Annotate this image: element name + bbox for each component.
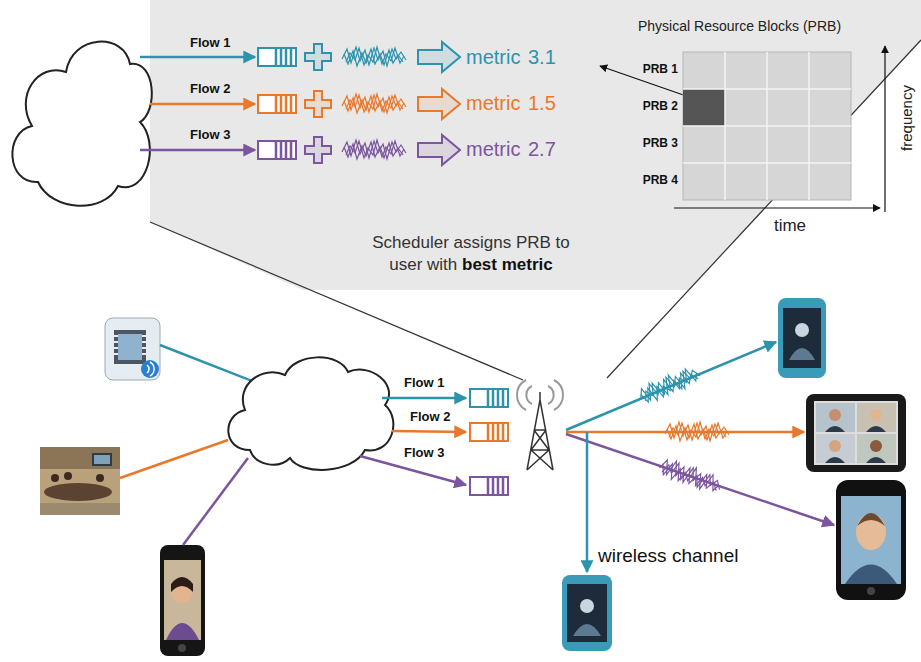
- prb-label: PRB 2: [643, 100, 678, 114]
- prb-cells: [683, 52, 851, 200]
- network-cloud: [228, 357, 393, 470]
- wireless-link: [586, 432, 589, 572]
- hollow-arrow: [418, 89, 460, 119]
- plus-sign: [305, 137, 331, 163]
- phone-receiver: [562, 575, 612, 651]
- phone-receiver: [778, 298, 826, 378]
- queue-icon: [470, 423, 508, 441]
- queue-icon: [258, 48, 296, 66]
- base-station-tower: [517, 380, 563, 470]
- metric-label: metric: [466, 46, 520, 69]
- metric-value: 3.1: [528, 46, 556, 69]
- grid-heading: Physical Resource Blocks (PRB): [630, 16, 917, 34]
- plus-sign: [305, 44, 331, 70]
- wireless-link: [566, 342, 776, 430]
- iphone-receiver: [836, 480, 906, 600]
- axis-label: frequency: [898, 85, 915, 151]
- channel-noise: [342, 94, 406, 113]
- queue-icon: [258, 95, 296, 113]
- network-cloud: [12, 42, 151, 206]
- flow-label: Flow 2: [190, 82, 230, 97]
- flow-arrow: [150, 103, 255, 106]
- smartphone-icon: [160, 545, 205, 656]
- flow-label: Flow 3: [190, 128, 230, 143]
- cell-lines: [683, 52, 851, 200]
- channel-noise: [342, 47, 406, 66]
- caption-emphasis: best metric: [462, 255, 553, 274]
- flow-arrow: [382, 397, 466, 400]
- tablet-receiver: [806, 394, 906, 472]
- metric-label: metric: [466, 138, 520, 161]
- flow-arrow: [360, 456, 466, 485]
- access-line: [183, 458, 248, 545]
- flow-label: Flow 1: [404, 376, 444, 391]
- hollow-arrow: [418, 42, 460, 72]
- channel-noise: [342, 140, 406, 159]
- axis-label: time: [774, 216, 806, 236]
- metric-label: metric: [466, 92, 520, 115]
- queue-icon: [258, 141, 296, 159]
- flow-label: Flow 2: [410, 410, 450, 425]
- flow-arrow: [392, 431, 466, 432]
- conference-room-photo: [40, 447, 120, 515]
- prb-label: PRB 4: [643, 174, 678, 188]
- zoom-line: [150, 40, 921, 380]
- prb-label: PRB 1: [643, 63, 678, 77]
- access-line: [120, 440, 228, 478]
- assigned-prb: [683, 89, 725, 126]
- channel-noise: [657, 457, 724, 496]
- panel-caption: Scheduler assigns PRB to user withbest m…: [357, 232, 585, 276]
- frequency-axis: [884, 46, 885, 212]
- metric-value: 1.5: [528, 92, 556, 115]
- flow-label: Flow 1: [190, 36, 230, 51]
- channel-noise: [636, 364, 702, 406]
- panel-ground: [150, 0, 921, 290]
- plus-sign: [305, 91, 331, 117]
- hollow-arrow: [418, 135, 460, 165]
- scheduler-panel: Scheduler assigns PRB to user withbest m…: [0, 0, 921, 290]
- channel-noise: [665, 422, 729, 441]
- flow-label: Flow 3: [404, 446, 444, 461]
- wireless-link: [566, 434, 834, 525]
- flow-arrow: [140, 56, 255, 59]
- queue-icon: [470, 477, 508, 495]
- prb-label: PRB 3: [643, 137, 678, 151]
- queue-icon: [470, 389, 508, 407]
- flow-arrow: [140, 149, 255, 152]
- media-server-icon: [105, 318, 160, 380]
- time-axis: [674, 207, 880, 208]
- metric-value: 2.7: [528, 138, 556, 161]
- access-line: [160, 345, 265, 386]
- channel-label: wireless channel: [598, 545, 738, 567]
